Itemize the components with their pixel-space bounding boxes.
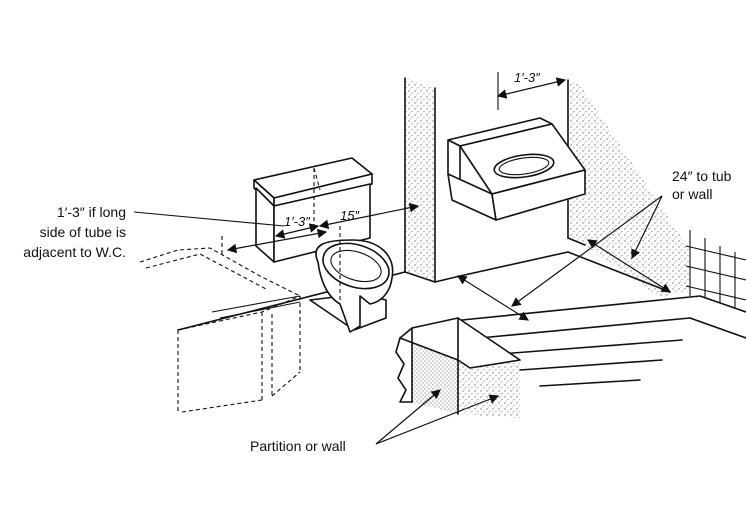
left-tub-outline <box>139 247 301 413</box>
right-wall-tiles <box>685 230 746 314</box>
center-partition-wall <box>404 77 436 283</box>
toilet-bowl <box>309 226 394 333</box>
toilet-center-label: 1′-3″ <box>284 214 310 229</box>
toilet-to-wall-label: 15″ <box>340 208 359 223</box>
callout-tub-or-wall: 24″ to tub or wall <box>672 168 732 202</box>
front-partition-wall <box>395 317 521 418</box>
tub-dimension-line3: adjacent to W.C. <box>23 244 126 260</box>
callout-tub-dimension: 1′-3″ if long side of tube is adjacent t… <box>23 204 126 260</box>
tub-dimension-line1: 1′-3″ if long <box>57 204 126 220</box>
tub-or-wall-line1: 24″ to tub <box>672 168 732 184</box>
partition-or-wall-label: Partition or wall <box>250 438 346 454</box>
tub-dimension-line2: side of tube is <box>40 224 126 240</box>
lavatory-width-label: 1′-3″ <box>514 70 540 85</box>
tub-or-wall-line2: or wall <box>672 186 712 202</box>
bathtub <box>460 295 746 390</box>
lavatory <box>447 117 586 221</box>
dimension-lines <box>133 72 672 445</box>
